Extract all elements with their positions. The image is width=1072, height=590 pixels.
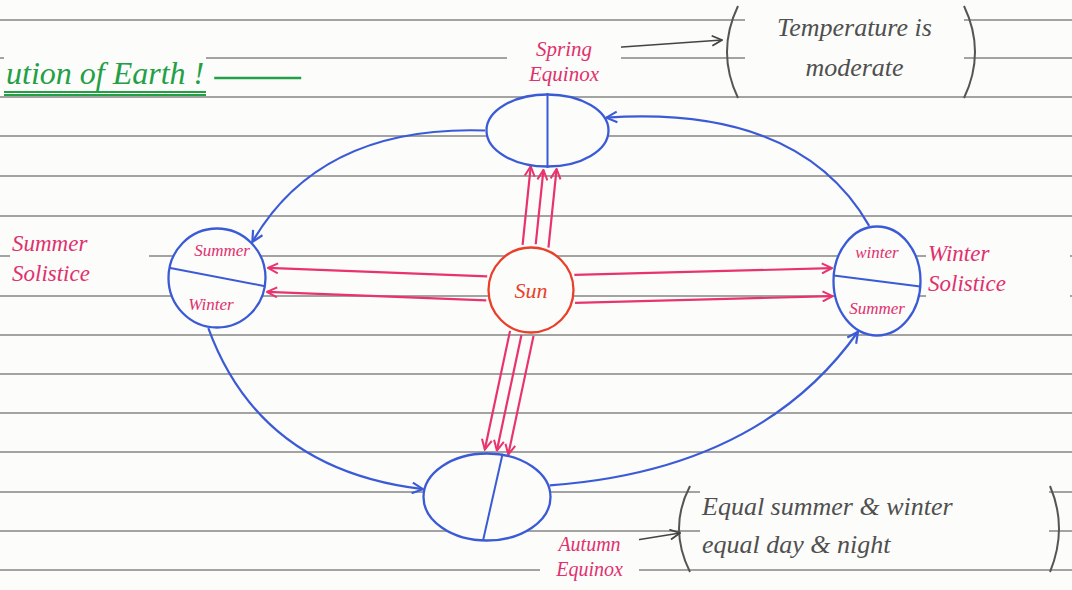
axis-line: [834, 275, 920, 286]
sunlight-arrow: [497, 335, 522, 451]
axis-line: [169, 268, 265, 286]
ruled-line: [0, 451, 1072, 452]
sun-circle: Sun: [487, 246, 575, 334]
axis-line: [547, 93, 549, 168]
bracket: [1050, 486, 1059, 572]
orbit-body: [424, 454, 551, 541]
sunlight-arrow: [267, 292, 486, 300]
orbit-body: [489, 248, 574, 333]
node-outline: [422, 452, 552, 542]
sunlight-arrow: [268, 268, 487, 276]
hemisphere-season: Summer: [847, 299, 907, 319]
orbit-arrow: [550, 332, 858, 486]
callout-note: Equal summer & winter: [700, 490, 1049, 524]
ruled-line: [0, 412, 1072, 413]
title-dash: [214, 77, 301, 80]
hemisphere-season: Winter: [186, 295, 235, 315]
position-label: Autumn Equinox: [540, 532, 639, 582]
sunlight-arrow: [523, 166, 531, 245]
node-outline: [485, 93, 610, 168]
orbit-arrow: [208, 328, 423, 489]
bracket: [727, 6, 738, 98]
axis-line: [483, 454, 503, 540]
orbit-arrow: [606, 116, 869, 225]
sunlight-arrow: [548, 169, 556, 248]
callout-note: equal day & night: [700, 528, 1049, 562]
ruled-line: [0, 215, 1072, 216]
bracket: [679, 486, 690, 572]
ruled-lines: [0, 20, 1072, 570]
earth-position: Spring Equinox: [485, 93, 610, 168]
bracket: [964, 6, 975, 98]
title: ution of Earth !: [4, 56, 206, 96]
sun-label: Sun: [513, 278, 550, 303]
hemisphere-season: winter: [853, 243, 900, 263]
pointer-line: [608, 40, 722, 48]
sunlight-arrow: [574, 268, 832, 275]
earth-position: Autumn Equinox: [422, 452, 552, 542]
sunlight-arrow: [536, 170, 544, 244]
ruled-line: [0, 373, 1072, 374]
ruled-line: [0, 569, 1072, 570]
sunlight-arrow: [575, 296, 833, 303]
orbit-body: [834, 227, 921, 336]
hemisphere-season: Summer: [192, 241, 252, 261]
sunlight-arrow: [485, 331, 510, 450]
earth-position: Winter SolisticewinterSummer: [832, 225, 922, 337]
position-label: Summer Solistice: [10, 229, 149, 289]
position-label: Spring Equinox: [507, 37, 621, 87]
orbit-arrow: [252, 130, 485, 242]
position-label: Winter Solistice: [926, 239, 1070, 299]
title-decoration: [214, 78, 301, 79]
node-outline: [832, 225, 922, 337]
earth-position: Summer SolisticeSummerWinter: [167, 227, 267, 329]
callout-note: Temperature is moderate: [745, 8, 964, 88]
orbit-body: [169, 229, 266, 328]
sunlight-arrow: [508, 336, 533, 455]
ruled-line: [0, 334, 1072, 335]
ruled-line: [0, 175, 1072, 176]
